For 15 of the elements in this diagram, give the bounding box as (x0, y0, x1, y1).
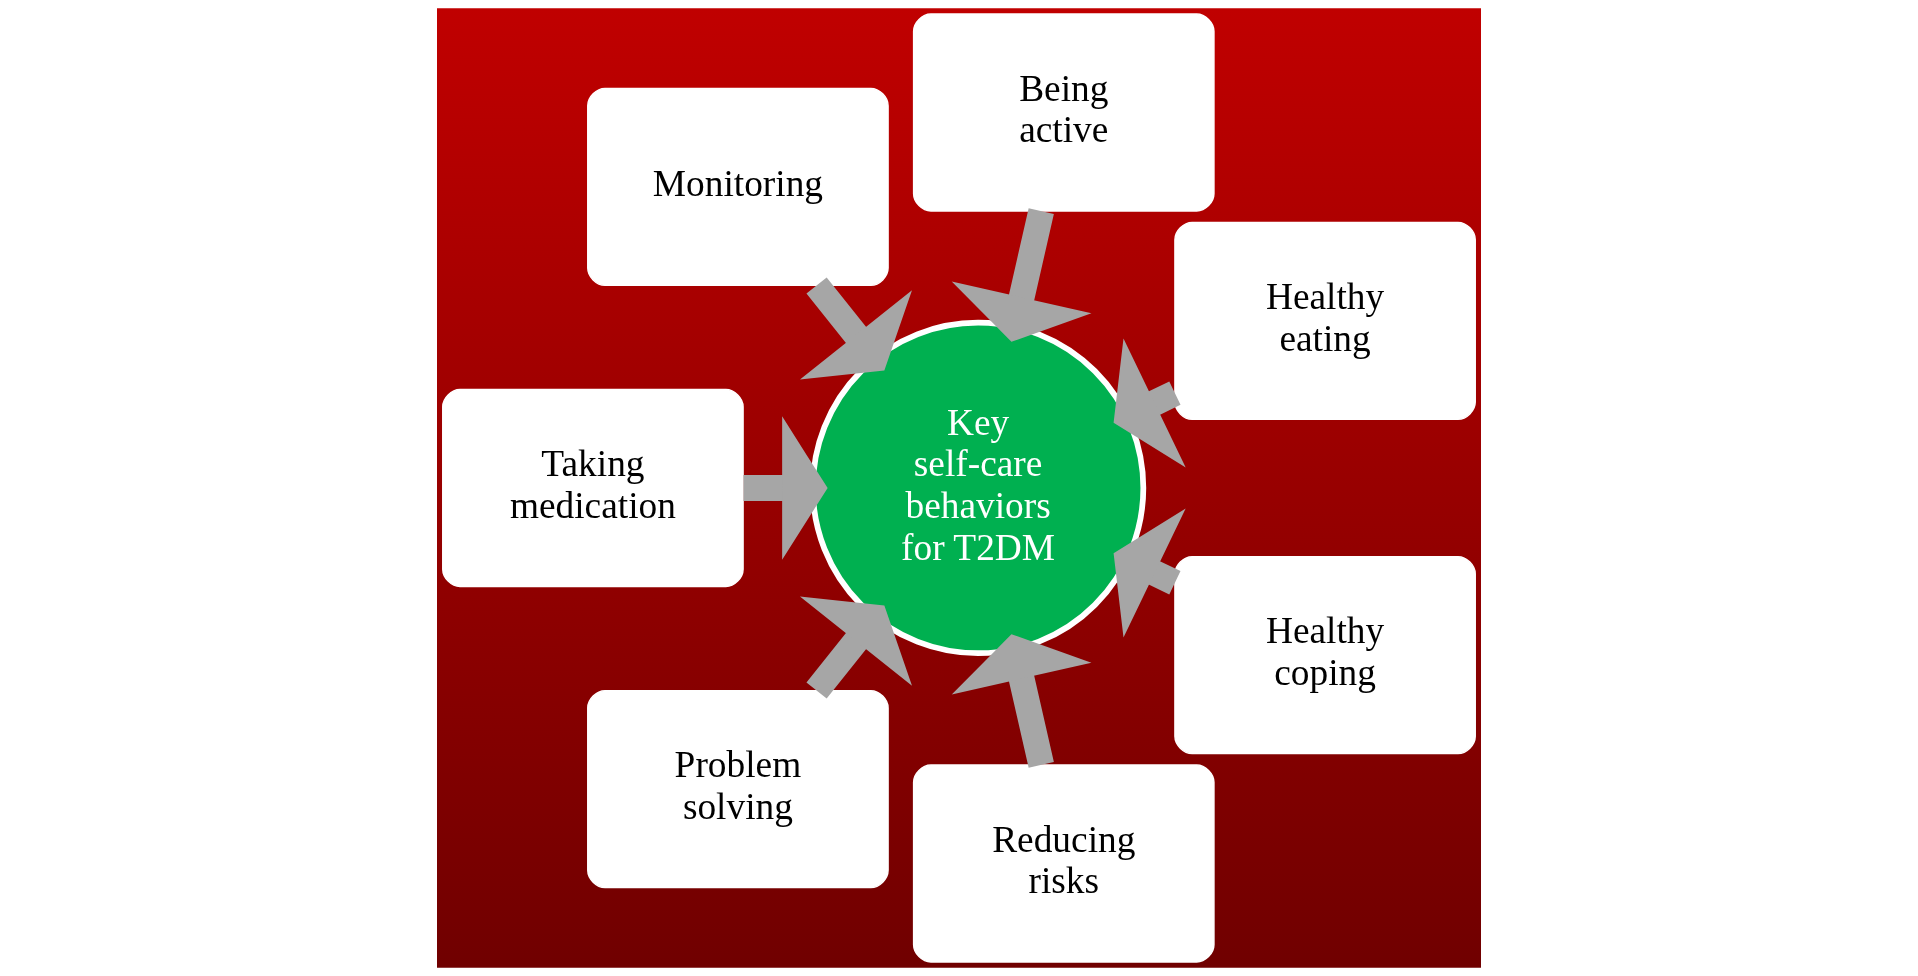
arrow (951, 208, 1092, 342)
node-box: Healthy coping (1174, 555, 1476, 755)
node-box: Being active (912, 13, 1215, 212)
node-box: Taking medication (442, 388, 744, 588)
arrow (799, 277, 912, 380)
arrow (1113, 508, 1186, 638)
arrow (799, 596, 912, 699)
arrow (1113, 338, 1186, 468)
arrow (743, 416, 828, 560)
node-box: Problem solving (587, 689, 889, 889)
node-box: Reducing risks (912, 764, 1215, 963)
node-box: Monitoring (587, 87, 889, 287)
node-circle: Key self-care behaviors for T2DM (809, 319, 1147, 657)
node-box: Healthy eating (1174, 221, 1476, 421)
arrow (951, 634, 1092, 768)
